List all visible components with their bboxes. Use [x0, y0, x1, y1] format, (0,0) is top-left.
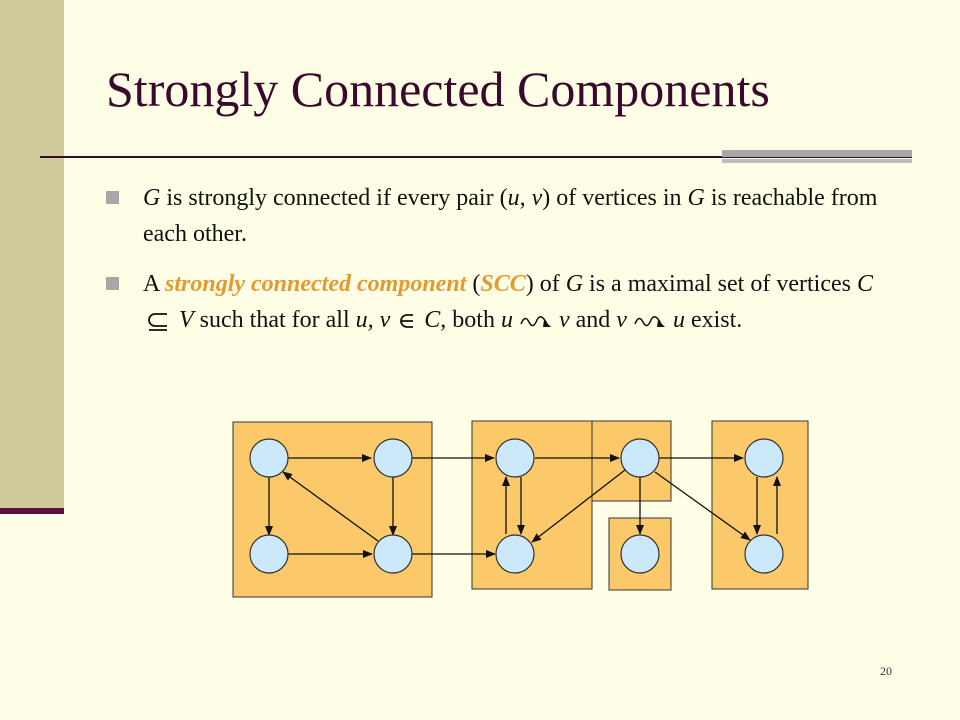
title-rule-accent-lower: [722, 159, 912, 163]
text-v: v: [558, 307, 570, 333]
slide-title: Strongly Connected Components: [106, 61, 770, 117]
text-g: G: [565, 271, 584, 297]
text-seg: , both: [440, 307, 501, 333]
vertex: [249, 438, 289, 478]
bullet-scc-definition: A strongly connected component (SCC) of …: [106, 266, 906, 338]
vertex: [373, 534, 413, 574]
bullet-marker: [106, 191, 119, 204]
text-seg: and: [569, 307, 617, 333]
text-seg: ) of vertices in: [542, 185, 688, 211]
text-v: V: [179, 307, 194, 333]
edge: [531, 469, 626, 543]
path-arrow-icon: [520, 316, 551, 328]
bullet-list: G is strongly connected if every pair (u…: [106, 180, 906, 352]
text-seg: A: [143, 271, 166, 297]
component-box-2: [471, 420, 593, 590]
bullet-strongly-connected: G is strongly connected if every pair (u…: [106, 180, 906, 252]
bullet-marker: [106, 277, 119, 290]
text-v: v: [616, 307, 627, 333]
edge: [282, 471, 379, 542]
text-uv: u, v: [355, 307, 391, 333]
text-seg: is a maximal set of vertices: [583, 271, 857, 297]
text-seg: (: [466, 271, 481, 297]
text-c: C: [424, 307, 441, 333]
text-seg: exist.: [684, 307, 743, 333]
text-g: G: [143, 185, 161, 211]
text-u: u: [672, 307, 685, 333]
abbr-scc: SCC: [480, 271, 526, 297]
text-seg: ,: [519, 185, 532, 211]
edge: [654, 471, 751, 541]
path-arrow-icon: [634, 316, 665, 328]
subseteq-icon: [148, 313, 167, 332]
text-g: G: [687, 185, 705, 211]
vertex: [620, 534, 660, 574]
element-of-icon: [400, 314, 414, 329]
text-seg: is reachable from each other.: [143, 185, 878, 247]
term-scc: strongly connected component: [165, 271, 467, 297]
left-sidebar-bar: [0, 0, 64, 512]
text-u: u: [507, 185, 520, 211]
vertex: [495, 534, 535, 574]
title-rule-accent: [722, 150, 912, 157]
text-seg: is strongly connected if every pair (: [160, 185, 508, 211]
text-u: u: [500, 307, 513, 333]
vertex: [373, 438, 413, 478]
text-seg: such that for all: [193, 307, 356, 333]
vertex: [620, 438, 660, 478]
text-v: v: [531, 185, 543, 211]
text-c: C: [856, 271, 873, 297]
title-rule: [40, 156, 912, 158]
page-number: 20: [880, 664, 892, 678]
vertex: [744, 438, 784, 478]
left-sidebar-accent: [0, 508, 64, 514]
text-seg: ) of: [525, 271, 566, 297]
vertex: [249, 534, 289, 574]
vertex: [495, 438, 535, 478]
vertex: [744, 534, 784, 574]
